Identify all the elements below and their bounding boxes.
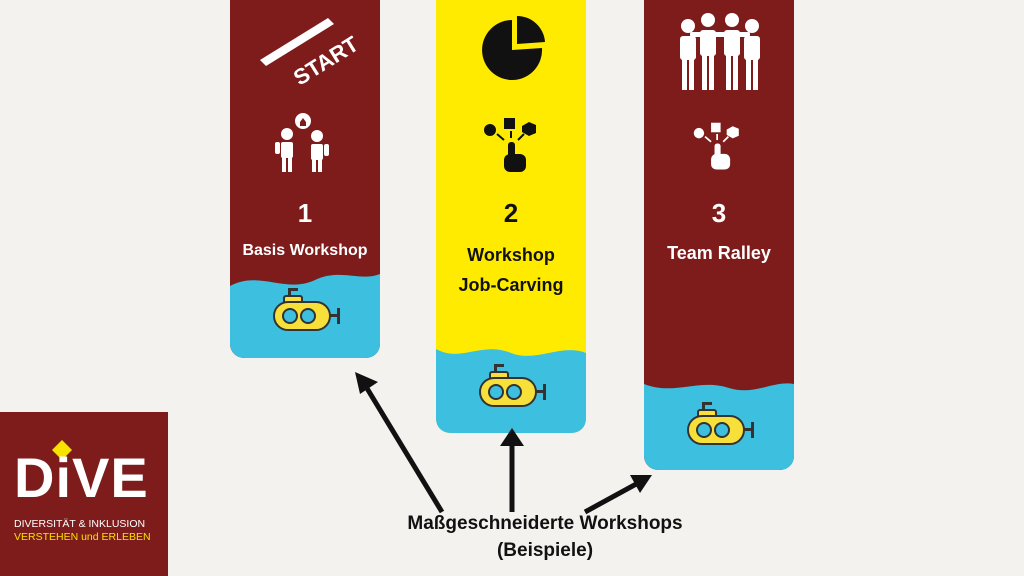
- choice-hand-icon: [693, 122, 739, 170]
- logo-tagline-1: DIVERSITÄT & INKLUSION: [14, 518, 146, 530]
- workshop-card-1: START 1 Basis Workshop: [230, 0, 380, 358]
- logo-word: DiVE: [14, 446, 149, 509]
- caption-line-2: (Beispiele): [496, 540, 594, 561]
- pie-chart-icon: [482, 15, 545, 80]
- caption-line-1: Maßgeschneiderte Workshops: [407, 513, 683, 534]
- choice-hand-icon: [484, 118, 536, 172]
- dive-logo: [0, 412, 168, 576]
- card-number: 3: [711, 198, 727, 228]
- arrow-icon: [500, 428, 524, 512]
- submarine-icon: [479, 364, 546, 407]
- arrow-icon: [355, 372, 445, 514]
- card-number: 2: [503, 198, 519, 228]
- start-sign-icon: START: [260, 18, 358, 84]
- card-title-line-2: Job-Carving: [458, 275, 564, 295]
- arrow-icon: [583, 475, 652, 515]
- logo-tagline-2: VERSTEHEN und ERLEBEN: [14, 531, 151, 543]
- card-title: Team Ralley: [667, 243, 771, 263]
- card-number: 1: [297, 198, 313, 228]
- caption: Maßgeschneiderte Workshops (Beispiele): [360, 510, 730, 564]
- workshop-card-2: 2 Workshop Job-Carving: [436, 0, 586, 433]
- people-chat-icon: [275, 113, 329, 172]
- submarine-icon: [273, 288, 340, 331]
- card-title: Basis Workshop: [242, 242, 368, 259]
- card-title-line-1: Workshop: [467, 245, 555, 265]
- team-hug-icon: [680, 13, 760, 90]
- submarine-icon: [687, 402, 754, 445]
- workshop-card-3: 3 Team Ralley: [644, 0, 794, 470]
- logo-diamond-icon: [52, 440, 72, 460]
